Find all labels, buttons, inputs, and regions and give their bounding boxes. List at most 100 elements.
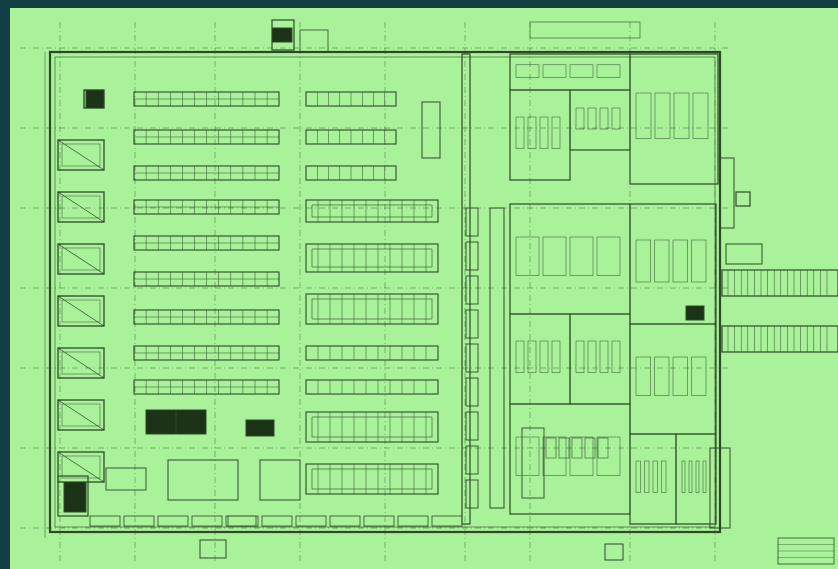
front-fixture-7 [261, 515, 293, 527]
partition-rack [465, 275, 479, 305]
shelf-row-middle-6 [305, 293, 439, 325]
room-furnishing [515, 236, 540, 276]
room-furnishing [527, 116, 537, 149]
wall-fixture-inner [61, 455, 101, 479]
column-grid-lines [20, 22, 730, 564]
room-furnishing [654, 92, 671, 139]
front-fixture-11 [397, 515, 429, 527]
wall-fixture-5 [57, 347, 105, 379]
room-furnishing [539, 340, 549, 373]
locker [558, 437, 570, 459]
partition-rack [465, 377, 479, 407]
partition-wall [461, 53, 471, 525]
shelf-row-middle-10 [305, 463, 439, 495]
room-furnishing [596, 64, 621, 78]
wall-stub [719, 157, 735, 229]
hatched-block-7 [63, 481, 87, 513]
partition-rack [465, 241, 479, 271]
front-fixture-10 [363, 515, 395, 527]
front-fixture-2 [123, 515, 155, 527]
room-furnishing [539, 116, 549, 149]
fixture-diagonal [57, 139, 105, 171]
partition-rack [465, 411, 479, 441]
room-furnishing [599, 107, 609, 130]
room-furnishing [702, 460, 707, 493]
hatched-block-3 [175, 409, 207, 435]
wall-fixture-4 [57, 295, 105, 327]
room-furnishing [527, 340, 537, 373]
exterior-stair-2 [721, 325, 838, 353]
room-furnishing [575, 340, 585, 373]
annex-room [709, 447, 731, 529]
room-furnishing [688, 460, 693, 493]
room-furnishing [515, 340, 525, 373]
room-furnishing [691, 356, 707, 396]
gondola-inner [311, 204, 433, 218]
room-furnishing [515, 436, 540, 476]
gondola-inner [311, 416, 433, 438]
room-furnishing [635, 92, 652, 139]
room-12 [675, 433, 717, 525]
shelf-row-middle-8 [305, 379, 439, 395]
partition-rack [465, 445, 479, 475]
wall-fixture-2 [57, 191, 105, 223]
room-furnishing [551, 340, 561, 373]
room-furnishing [587, 107, 597, 130]
hatched-block-5 [271, 27, 293, 43]
room-furnishing [575, 107, 585, 130]
room-furnishing [599, 340, 609, 373]
room-furnishing [654, 239, 670, 283]
hatched-equipment-blocks [63, 27, 705, 513]
wall-fixture-1 [57, 139, 105, 171]
partition-rack [465, 343, 479, 373]
hatched-block-2 [145, 409, 177, 435]
front-fixture-3 [157, 515, 189, 527]
fixture-diagonal [57, 399, 105, 431]
room-furnishing [635, 239, 651, 283]
room-furnishing [551, 116, 561, 149]
stair-landing [735, 191, 751, 207]
room-furnishing [692, 92, 709, 139]
door-stoop [199, 539, 227, 559]
wall-fixture-inner [61, 351, 101, 375]
partition-rack [465, 479, 479, 509]
hatched-block-1 [85, 89, 105, 109]
title-block [529, 21, 835, 565]
gondola-inner [311, 298, 433, 320]
room-furnishing [587, 340, 597, 373]
front-fixture-12 [431, 515, 463, 527]
front-fixture-8 [295, 515, 327, 527]
partition-shelf [421, 101, 441, 159]
room-furnishing [691, 239, 707, 283]
room-furnishing [596, 436, 621, 476]
room-furnishing [695, 460, 700, 493]
front-fixture-9 [329, 515, 361, 527]
hatched-block-4 [245, 419, 275, 437]
door-stoop [604, 543, 624, 561]
shelf-row-middle-9 [305, 411, 439, 443]
partition-rack [465, 207, 479, 237]
locker [571, 437, 583, 459]
fixture-diagonal [57, 451, 105, 483]
shelf-row-middle-7 [305, 345, 439, 361]
room-furnishing [673, 92, 690, 139]
front-fixture-6 [227, 515, 259, 527]
exterior-wall-inner [54, 56, 716, 528]
room-furnishing [515, 64, 540, 78]
partition-rack [465, 309, 479, 339]
room-furnishing [661, 460, 667, 493]
wall-fixture-inner [61, 247, 101, 271]
locker [584, 437, 596, 459]
front-fixture-5 [225, 515, 257, 527]
room-furnishing [635, 460, 641, 493]
room-furnishing [542, 436, 567, 476]
room-furnishing [569, 64, 594, 78]
room-4 [629, 53, 719, 185]
room-furnishing [672, 239, 688, 283]
corner-fixture [57, 475, 89, 517]
locker [597, 437, 609, 459]
vent-block [299, 29, 329, 53]
room-furnishing [652, 460, 658, 493]
fixture-diagonal [57, 243, 105, 275]
wall-fixture-inner [61, 299, 101, 323]
